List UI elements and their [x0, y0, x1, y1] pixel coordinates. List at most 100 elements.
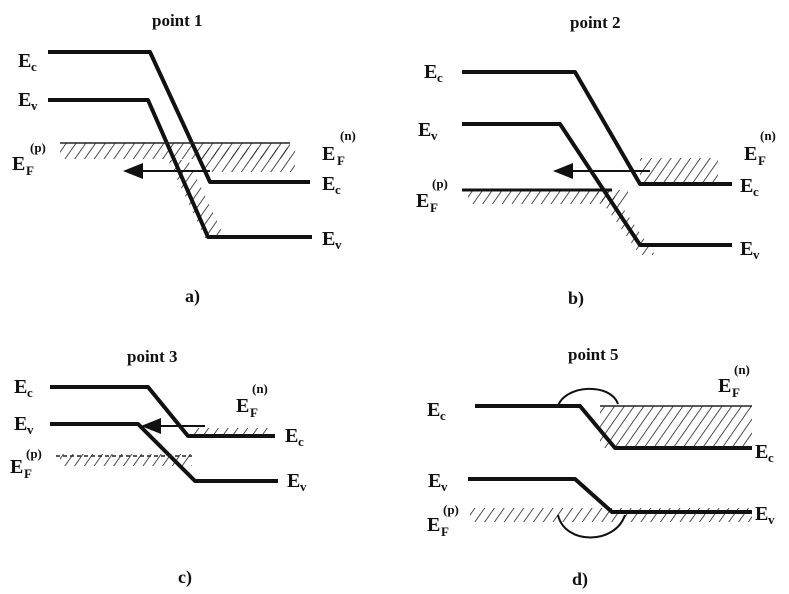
panel-c-title: point 3 [127, 347, 178, 366]
svg-text:E: E [755, 503, 768, 525]
Ev-label-right: E v [322, 228, 342, 252]
EF-p-label: E F (p) [416, 176, 448, 215]
Ec-label-right: E c [740, 175, 759, 199]
Ev-label-right: E v [755, 503, 775, 527]
n-fermi-hatch [200, 148, 295, 172]
EF-n-label: E F (n) [744, 128, 776, 168]
panel-b-caption: b) [568, 288, 584, 309]
svg-text:E: E [12, 153, 25, 175]
valence-band-line [48, 98, 312, 239]
svg-text:(p): (p) [432, 176, 448, 191]
svg-text:(n): (n) [340, 128, 356, 143]
svg-text:E: E [287, 470, 300, 492]
svg-text:c: c [768, 450, 774, 465]
Ec-label-left: E c [427, 399, 446, 423]
conduction-band-line [475, 404, 752, 450]
conduction-band-line [48, 50, 310, 184]
svg-text:E: E [18, 50, 31, 72]
svg-text:E: E [755, 441, 768, 463]
svg-text:(p): (p) [26, 446, 42, 461]
Ec-label-right: E c [285, 425, 304, 449]
svg-text:E: E [285, 425, 298, 447]
svg-text:E: E [322, 143, 335, 165]
svg-text:(n): (n) [760, 128, 776, 143]
svg-text:c: c [437, 70, 443, 85]
valence-band-line [462, 122, 732, 247]
n-fermi-hatch [640, 158, 718, 182]
panel-b: point 2 E c E v E F (p) E F (n) E c [416, 13, 776, 309]
svg-text:E: E [10, 456, 23, 478]
svg-text:(p): (p) [443, 502, 459, 517]
svg-text:F: F [26, 163, 34, 178]
Ec-label-left: E c [424, 61, 443, 85]
Ec-label-left: E c [14, 376, 33, 400]
svg-text:F: F [250, 405, 258, 420]
svg-text:E: E [744, 143, 757, 165]
svg-text:E: E [424, 61, 437, 83]
panel-a-caption: a) [185, 286, 200, 307]
panel-c: point 3 E c E v E F (p) E F (n) E c [10, 347, 307, 588]
svg-text:E: E [14, 413, 27, 435]
Ev-label-left: E v [14, 413, 34, 437]
svg-text:E: E [236, 395, 249, 417]
conduction-band-line [462, 70, 732, 186]
p-fermi-hatch [60, 454, 192, 466]
EF-n-label: E F (n) [718, 362, 750, 400]
panel-d: point 5 E c E v E F (p) E F (n) E c [427, 345, 775, 590]
svg-text:v: v [335, 237, 342, 252]
svg-text:E: E [740, 238, 753, 260]
svg-text:c: c [335, 182, 341, 197]
svg-text:v: v [27, 422, 34, 437]
panel-a: point 1 E c E v E F (p) E F (n) [12, 11, 356, 307]
svg-text:v: v [441, 479, 448, 494]
svg-text:E: E [428, 470, 441, 492]
panel-c-caption: c) [178, 567, 192, 588]
panel-a-title: point 1 [152, 11, 203, 30]
svg-text:E: E [14, 376, 27, 398]
EF-n-label: E F (n) [322, 128, 356, 168]
svg-text:E: E [322, 228, 335, 250]
Ev-label-left: E v [418, 119, 438, 143]
panel-b-title: point 2 [570, 13, 621, 32]
svg-text:v: v [300, 479, 307, 494]
svg-text:F: F [337, 153, 345, 168]
Ec-label-right: E c [755, 441, 774, 465]
svg-text:E: E [718, 375, 731, 397]
Ev-label-left: E v [18, 89, 38, 113]
svg-text:c: c [753, 184, 759, 199]
svg-text:F: F [732, 385, 740, 400]
p-fermi-hatch [468, 190, 628, 204]
panel-d-caption: d) [572, 569, 588, 590]
svg-text:(n): (n) [734, 362, 750, 377]
svg-text:c: c [31, 59, 37, 74]
svg-text:E: E [427, 399, 440, 421]
svg-text:v: v [753, 247, 760, 262]
svg-text:F: F [758, 153, 766, 168]
valence-band-line [468, 477, 752, 514]
n-fermi-hatch [600, 406, 752, 448]
panel-d-title: point 5 [568, 345, 619, 364]
svg-text:F: F [430, 200, 438, 215]
svg-text:E: E [740, 175, 753, 197]
svg-text:c: c [298, 434, 304, 449]
svg-text:(n): (n) [252, 381, 268, 396]
Ev-label-right: E v [740, 238, 760, 262]
svg-text:E: E [427, 514, 440, 536]
svg-text:E: E [416, 190, 429, 212]
svg-text:F: F [441, 524, 449, 539]
svg-text:E: E [418, 119, 431, 141]
svg-text:(p): (p) [30, 140, 46, 155]
svg-text:F: F [24, 466, 32, 481]
upper-transition-arc [557, 387, 619, 407]
Ec-label-right: E c [322, 173, 341, 197]
EF-p-label: E F (p) [12, 140, 46, 178]
EF-n-label: E F (n) [236, 381, 268, 420]
conduction-band-line [50, 385, 275, 438]
EF-p-label: E F (p) [10, 446, 42, 481]
Ev-label-left: E v [428, 470, 448, 494]
EF-p-label: E F (p) [427, 502, 459, 539]
valence-band-line [50, 422, 278, 483]
svg-text:c: c [440, 408, 446, 423]
svg-text:E: E [18, 89, 31, 111]
